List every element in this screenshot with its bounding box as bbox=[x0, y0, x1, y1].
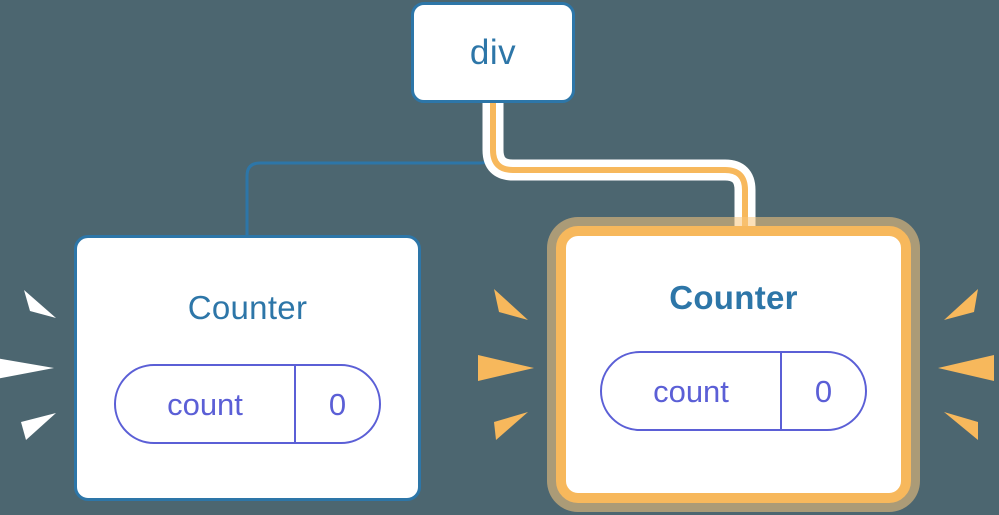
node-counter-right[interactable]: Counter count 0 bbox=[556, 226, 911, 503]
counter-left-title: Counter bbox=[187, 289, 308, 326]
node-div-label: div bbox=[469, 33, 517, 72]
counter-left-state-pill: count 0 bbox=[114, 364, 381, 444]
counter-right-state-value: 0 bbox=[814, 373, 833, 409]
counter-left-state-key: count bbox=[116, 366, 296, 442]
counter-right-state-pill: count 0 bbox=[600, 351, 867, 431]
edge-root-to-right bbox=[490, 100, 748, 246]
counter-right-title: Counter bbox=[669, 279, 798, 316]
node-counter-left[interactable]: Counter count 0 bbox=[74, 235, 421, 501]
edge-root-to-left bbox=[245, 101, 495, 240]
counter-right-state-key: count bbox=[602, 353, 782, 429]
counter-left-state-value: 0 bbox=[328, 386, 347, 422]
node-div[interactable]: div bbox=[411, 2, 575, 103]
